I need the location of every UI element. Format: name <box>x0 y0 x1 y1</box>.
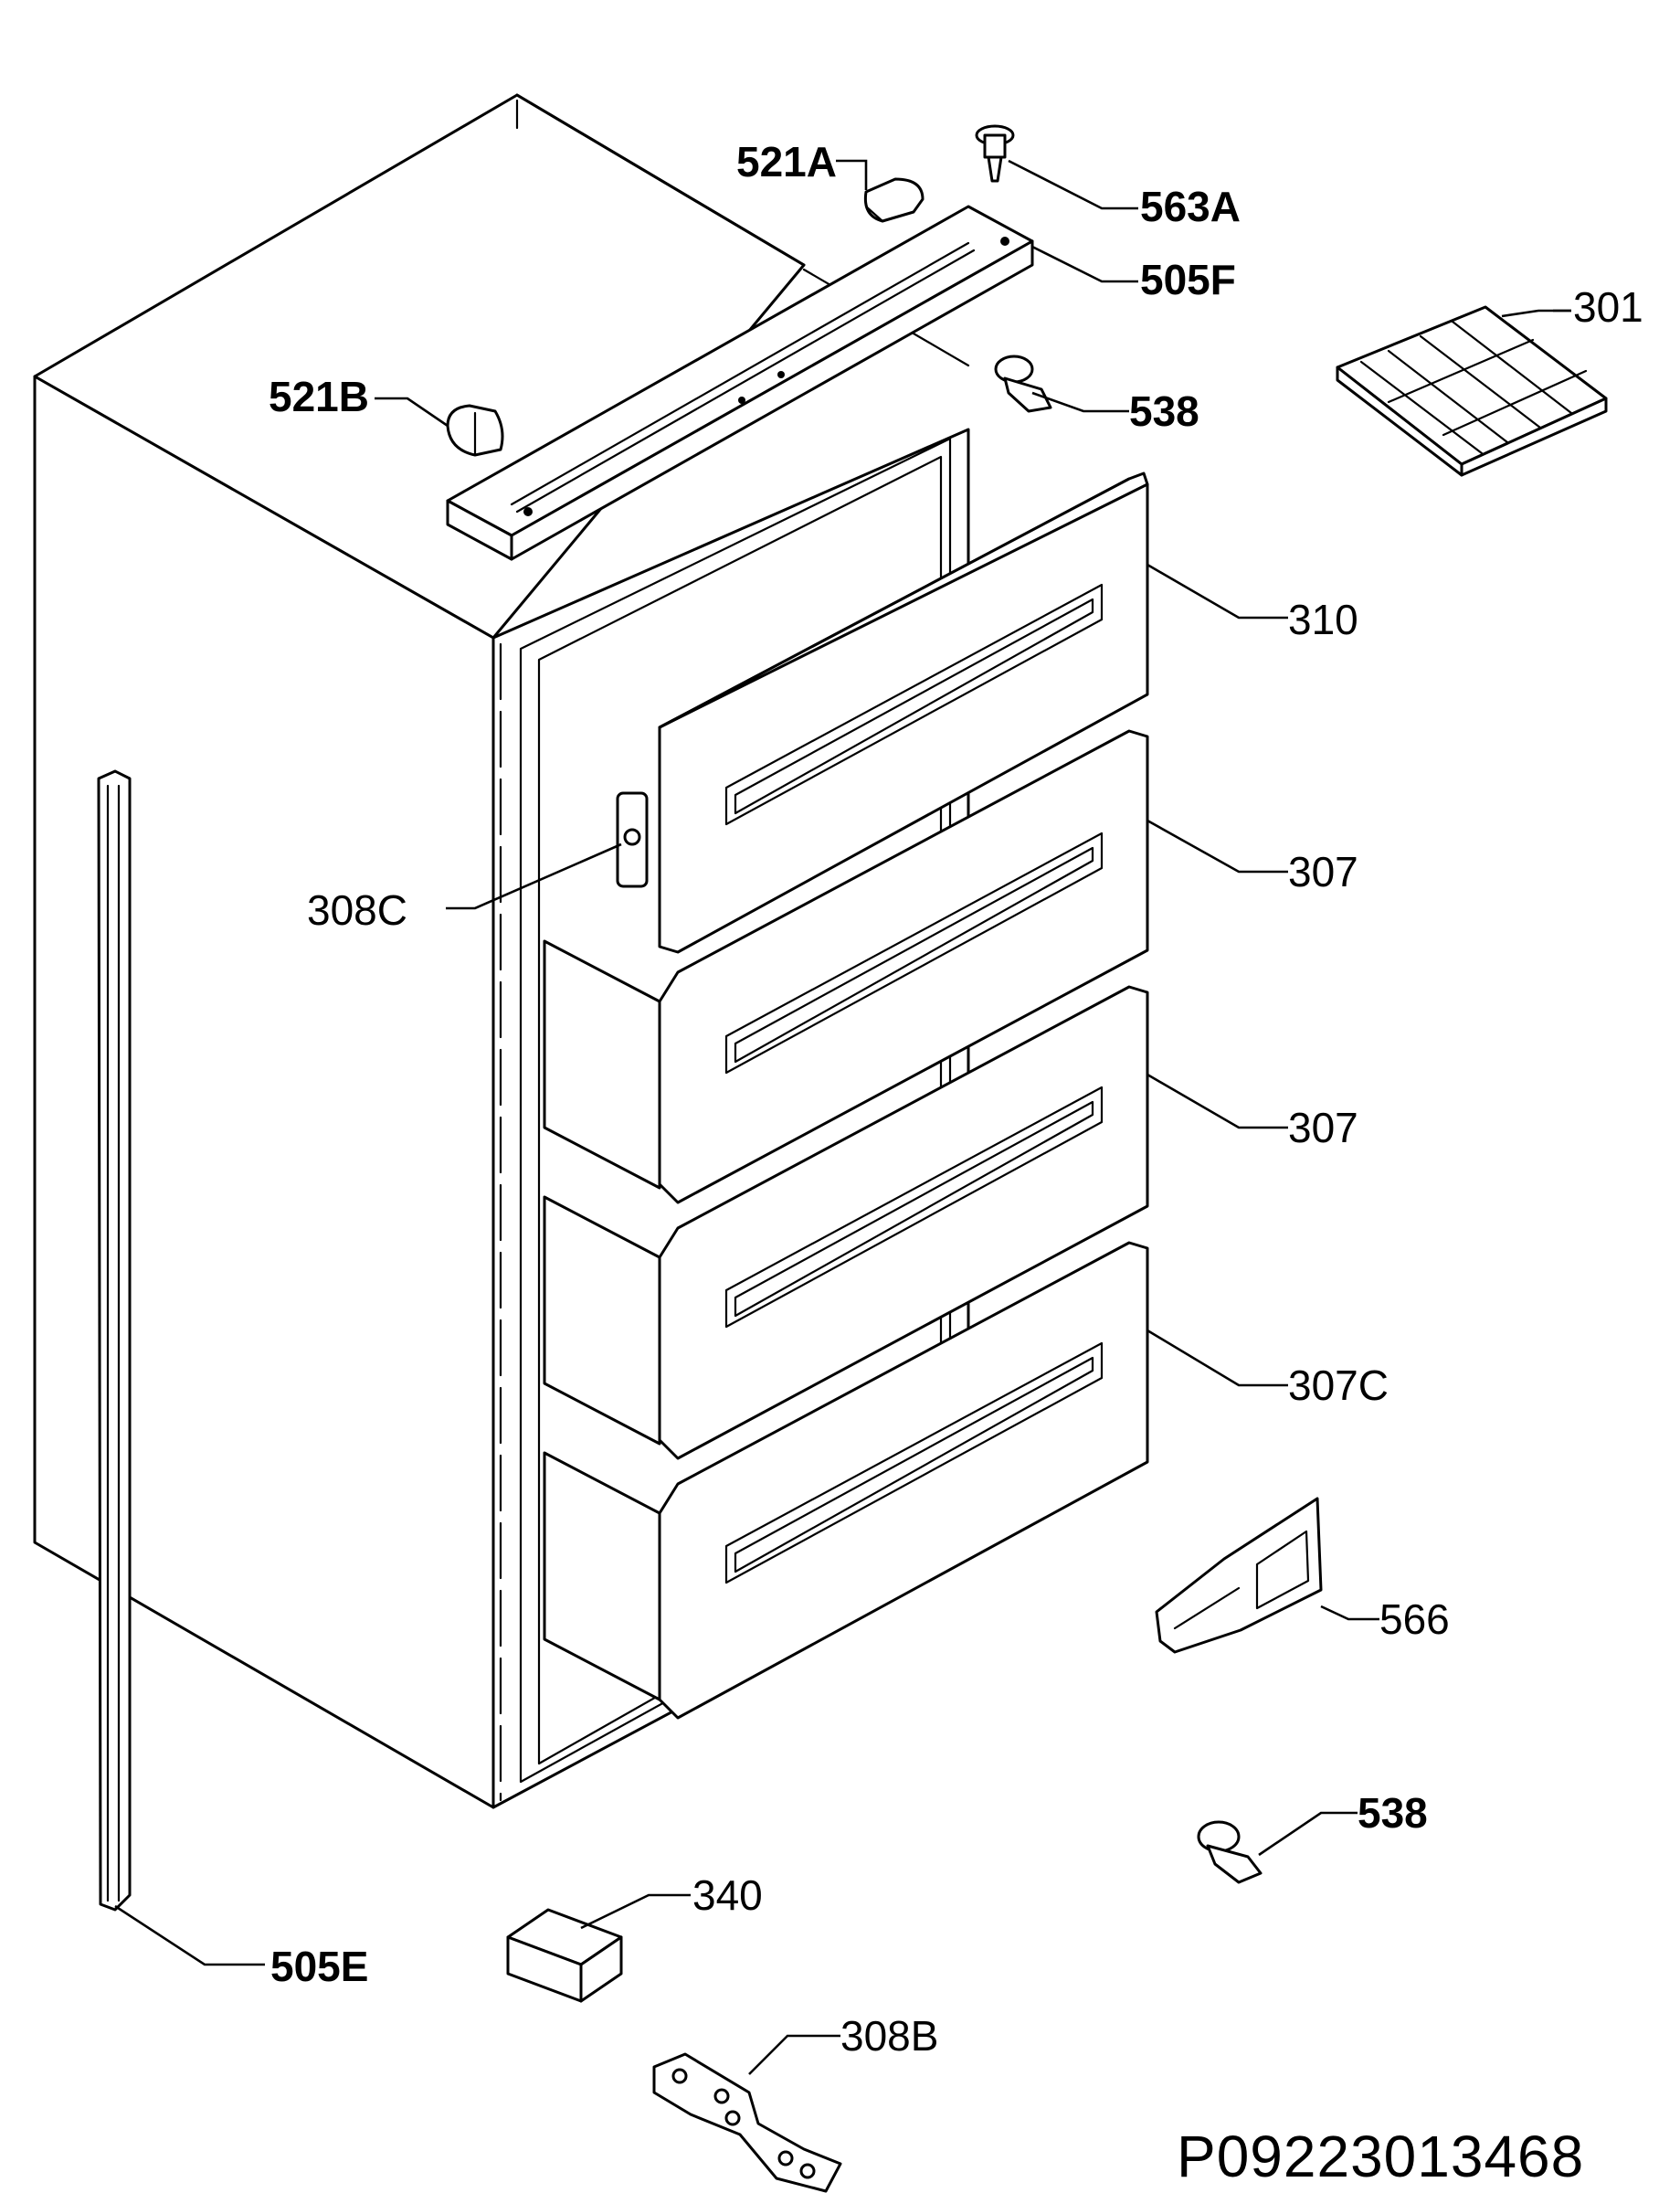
bracket-538-top <box>994 355 1052 413</box>
label-538-top: 538 <box>1129 387 1199 435</box>
drawer-307-upper <box>543 729 1149 1204</box>
top-rail-505f <box>446 205 1034 561</box>
hinge-plate-308b <box>652 2052 842 2193</box>
label-307c: 307C <box>1288 1361 1389 1409</box>
label-566: 566 <box>1379 1595 1450 1643</box>
label-521b: 521B <box>269 373 369 420</box>
ice-tray-301 <box>1336 305 1608 477</box>
pin-563a <box>975 124 1015 183</box>
label-301: 301 <box>1573 283 1643 331</box>
leader-lines <box>114 159 1571 2075</box>
label-563a: 563A <box>1140 183 1241 230</box>
document-id: P09223013468 <box>1177 2124 1584 2189</box>
scraper-566 <box>1155 1497 1323 1654</box>
label-308c: 308C <box>307 886 407 934</box>
bracket-538-bottom <box>1197 1820 1263 1884</box>
hinge-308c <box>616 791 649 888</box>
label-505e: 505E <box>270 1943 368 1990</box>
drawer-307c <box>543 1241 1149 1720</box>
drawer-307-lower <box>543 985 1149 1460</box>
label-307-upper: 307 <box>1288 848 1358 895</box>
label-310: 310 <box>1288 596 1358 643</box>
label-340: 340 <box>692 1871 763 1919</box>
label-505f: 505F <box>1140 256 1236 303</box>
cap-521a <box>863 177 925 223</box>
drawer-310 <box>658 471 1149 954</box>
label-538-bottom: 538 <box>1358 1789 1428 1837</box>
label-308b: 308B <box>840 2012 938 2060</box>
label-307-lower: 307 <box>1288 1104 1358 1151</box>
label-521a: 521A <box>736 138 837 185</box>
door-seal-505e <box>97 769 132 1912</box>
block-340 <box>506 1908 623 2003</box>
cap-521b <box>446 404 504 457</box>
